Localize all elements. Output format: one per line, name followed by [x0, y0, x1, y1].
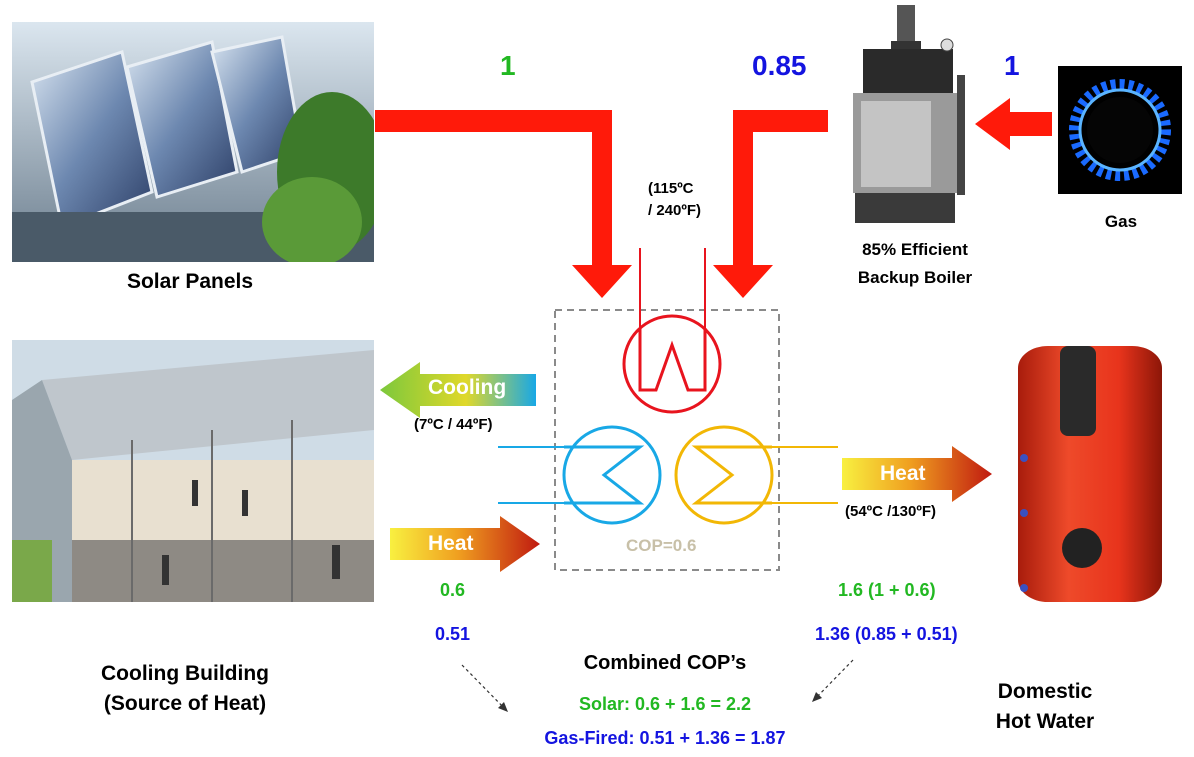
- boiler-label-line2: Backup Boiler: [857, 268, 973, 287]
- solar-supply-arrow: [375, 110, 632, 298]
- dhw-label-line1: Domestic: [997, 680, 1093, 703]
- combined-cop-title: Combined COP’s: [583, 652, 747, 674]
- heat-out-arrow: [842, 446, 992, 502]
- hot-water-tank-photo: [1012, 338, 1168, 608]
- heat-in-label: Heat: [428, 532, 474, 555]
- heat-in-arrow: [390, 516, 540, 572]
- building-label-line2: (Source of Heat): [103, 692, 267, 715]
- heat-gas-value: 1.36 (0.85 + 0.51): [815, 624, 958, 644]
- pointer-left: [461, 664, 509, 713]
- gas-label: Gas: [1104, 212, 1138, 231]
- heat-solar-value: 1.6 (1 + 0.6): [838, 580, 936, 600]
- boiler-supply-arrow: [713, 110, 828, 298]
- generator-circle: [622, 314, 722, 414]
- cooling-building-photo: [12, 340, 374, 602]
- heat-out-temp-label: (54ºC /130ºF): [845, 503, 936, 520]
- solar-panels-photo: [12, 22, 374, 262]
- solar-panels-label: Solar Panels: [126, 270, 254, 293]
- drive-temp-line1: (115ºC: [648, 180, 694, 197]
- gas-flame-photo: [1058, 66, 1182, 194]
- chiller-box: [554, 309, 780, 571]
- cooling-label: Cooling: [428, 376, 507, 399]
- gas-input-value: 1: [1004, 50, 1020, 81]
- cooling-gas-value: 0.51: [435, 624, 471, 644]
- cooling-solar-value: 0.6: [440, 580, 466, 600]
- heat-out-label: Heat: [880, 462, 926, 485]
- solar-input-value: 1: [500, 50, 516, 81]
- combined-cop-gas: Gas-Fired: 0.51 + 1.36 = 1.87: [544, 728, 786, 748]
- cop-label: COP=0.6: [626, 536, 697, 555]
- backup-boiler-photo: [845, 5, 973, 233]
- cooling-arrow: [380, 362, 536, 418]
- gas-to-boiler-arrow: [975, 98, 1052, 150]
- cooling-temp-label: (7ºC / 44ºF): [414, 416, 493, 433]
- evaporator-circle: [562, 425, 662, 525]
- boiler-label-line1: 85% Efficient: [862, 240, 968, 259]
- dhw-label-line2: Hot Water: [995, 710, 1095, 733]
- building-label-line1: Cooling Building: [101, 662, 269, 685]
- combined-cop-solar: Solar: 0.6 + 1.6 = 2.2: [578, 694, 752, 714]
- condenser-circle: [674, 425, 774, 525]
- drive-temp-line2: / 240ºF): [648, 202, 701, 219]
- boiler-output-value: 0.85: [752, 50, 807, 81]
